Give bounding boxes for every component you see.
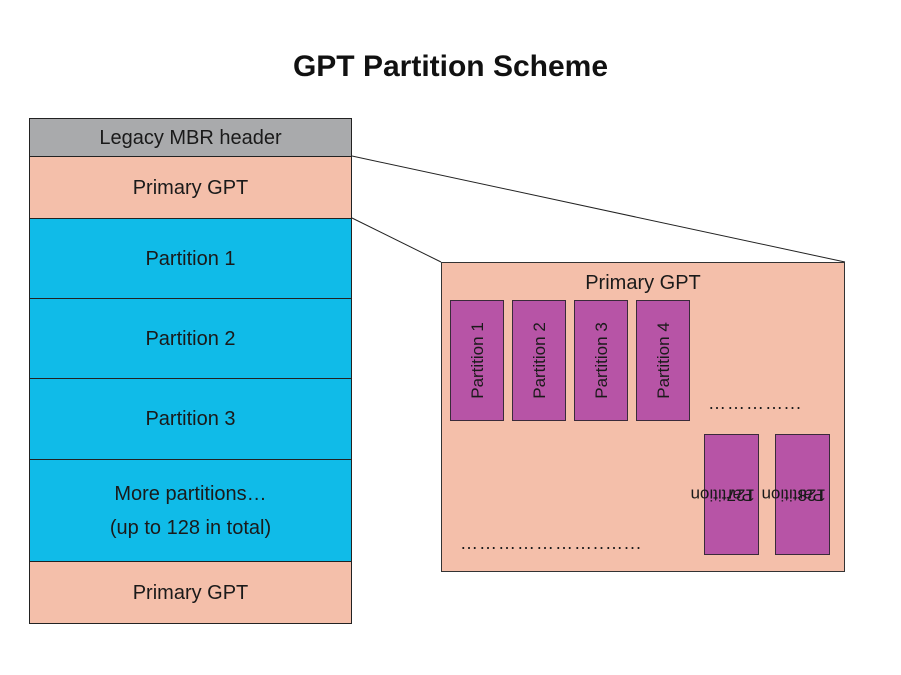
gpt-entry-partition-2: Partition 2 bbox=[512, 300, 566, 421]
gpt-entry-partition-4: Partition 4 bbox=[636, 300, 690, 421]
more-partitions-block: More partitions… (up to 128 in total) bbox=[29, 459, 352, 562]
gpt-entry-partition-128: Partition 128 bbox=[762, 434, 830, 555]
partition-3-block: Partition 3 bbox=[29, 378, 352, 460]
primary-gpt-block-bottom: Primary GPT bbox=[29, 561, 352, 624]
entry-label-line2: 128 bbox=[797, 485, 827, 504]
entry-label: Partition 1 bbox=[467, 322, 487, 399]
block-label: Legacy MBR header bbox=[99, 126, 282, 149]
partition-1-block: Partition 1 bbox=[29, 218, 352, 299]
gpt-entry-partition-3: Partition 3 bbox=[574, 300, 628, 421]
entry-label: Partition 3 bbox=[591, 322, 611, 399]
block-label: More partitions… bbox=[114, 482, 267, 505]
detail-title: Primary GPT bbox=[585, 272, 701, 294]
block-label: Partition 1 bbox=[145, 247, 236, 270]
block-label: Partition 2 bbox=[145, 327, 236, 350]
primary-gpt-block: Primary GPT bbox=[29, 156, 352, 219]
entry-label-group: Partition 128 bbox=[762, 463, 826, 525]
gpt-entry-partition-127: Partition 127 bbox=[691, 434, 759, 555]
entry-label: Partition 4 bbox=[653, 322, 673, 399]
entry-label-group: Partition 127 bbox=[691, 463, 755, 525]
legacy-mbr-header-block: Legacy MBR header bbox=[29, 118, 352, 157]
gpt-entry-partition-1: Partition 1 bbox=[450, 300, 504, 421]
partition-2-block: Partition 2 bbox=[29, 298, 352, 379]
block-label: Primary GPT bbox=[132, 176, 249, 199]
disk-layout-stack: Legacy MBR header Primary GPT Partition … bbox=[29, 118, 352, 624]
block-label: Primary GPT bbox=[132, 581, 249, 604]
ellipsis-bottom: …………………..…... bbox=[460, 533, 643, 553]
ellipsis-top: …………... bbox=[708, 393, 803, 413]
diagram-title: GPT Partition Scheme bbox=[292, 50, 609, 83]
primary-gpt-detail-panel: Primary GPT Partition 1 Partition 2 Part… bbox=[441, 262, 845, 572]
entry-label: Partition 2 bbox=[529, 322, 549, 399]
block-sublabel: (up to 128 in total) bbox=[109, 516, 272, 539]
block-label: Partition 3 bbox=[145, 408, 236, 430]
